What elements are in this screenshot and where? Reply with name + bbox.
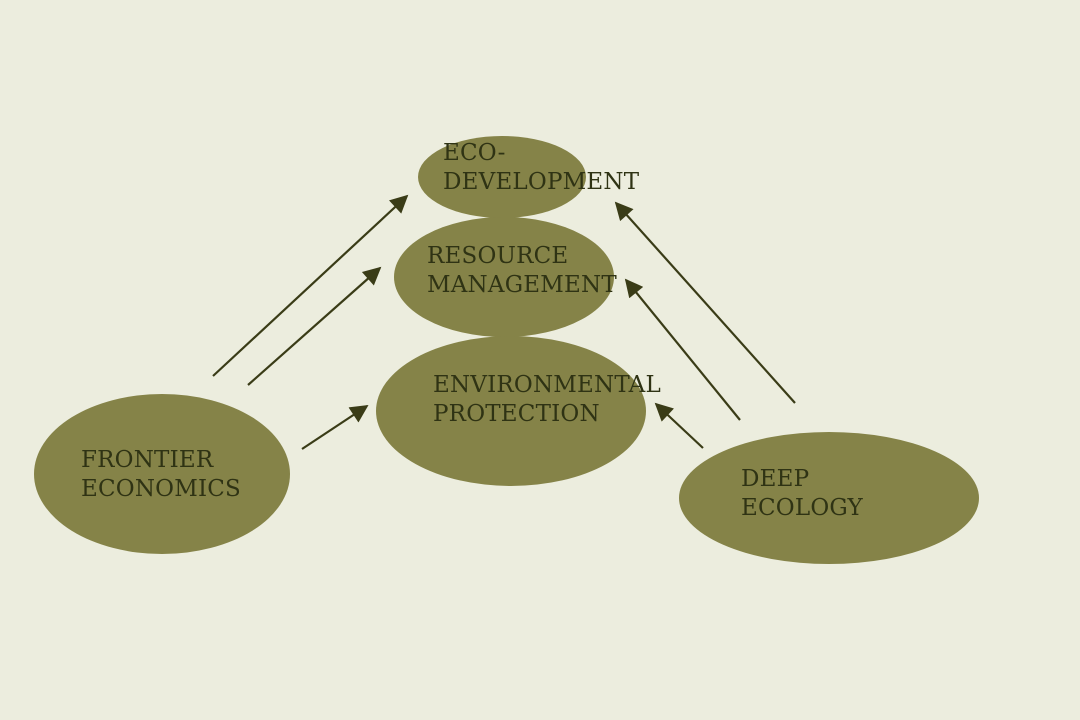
arrow-frontier-to-environmental-protection [301, 405, 369, 450]
resource-management-label: RESOURCE MANAGEMENT [427, 242, 617, 300]
environmental-protection-label-line1: ENVIRONMENTAL [433, 372, 661, 398]
deep-ecology-label-line1: DEEP [741, 466, 810, 492]
arrow-frontier-to-resource-management [247, 266, 382, 386]
environmental-protection-node [376, 336, 646, 486]
deep-ecology-label: DEEP ECOLOGY [741, 465, 863, 523]
arrow-deep-ecology-to-resource-management [624, 278, 741, 421]
frontier-economics-label-line1: FRONTIER [81, 447, 214, 473]
resource-management-label-line1: RESOURCE [427, 243, 569, 269]
arrow-frontier-to-eco-development [212, 194, 409, 377]
eco-development-label-line2: DEVELOPMENT [443, 169, 640, 195]
frontier-economics-node [34, 394, 290, 554]
deep-ecology-node [679, 432, 979, 564]
arrow-deep-ecology-to-environmental-protection [654, 402, 704, 449]
environmental-protection-label: ENVIRONMENTAL PROTECTION [433, 371, 661, 429]
frontier-economics-label-line2: ECONOMICS [81, 476, 242, 502]
eco-development-node [418, 136, 586, 218]
frontier-economics-label: FRONTIER ECONOMICS [81, 446, 241, 504]
resource-management-node [394, 217, 614, 337]
eco-development-label-line1: ECO- [443, 140, 506, 166]
resource-management-label-line2: MANAGEMENT [427, 272, 617, 298]
arrow-deep-ecology-to-eco-development [614, 201, 796, 404]
eco-development-label: ECO- DEVELOPMENT [443, 139, 639, 197]
environmental-protection-label-line2: PROTECTION [433, 401, 600, 427]
deep-ecology-label-line2: ECOLOGY [741, 495, 863, 521]
